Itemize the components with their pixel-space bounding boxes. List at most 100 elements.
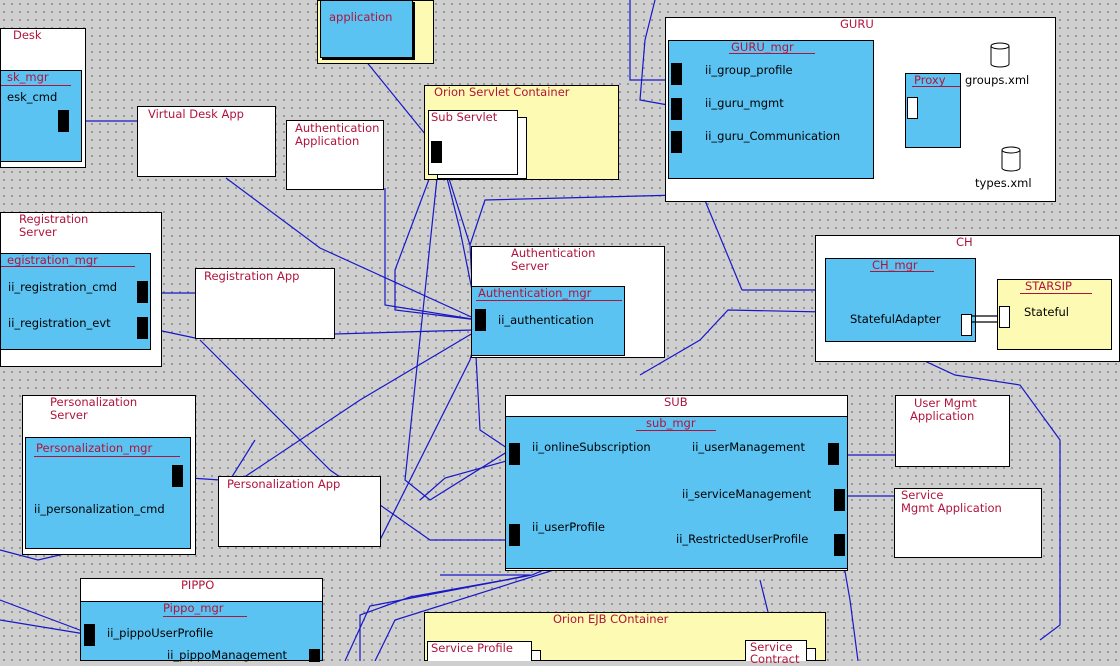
personalization-mgr-label: Personalization_mgr — [36, 441, 153, 455]
guru-port-group-profile-label: ii_group_profile — [705, 63, 793, 77]
sub-port-online-subscription[interactable] — [509, 443, 520, 465]
guru-mgr-label: GURU_mgr — [731, 40, 794, 54]
proxy-label: Proxy — [914, 73, 946, 87]
personalization-app-title: Personalization App — [227, 477, 341, 491]
proxy-box: Proxy — [905, 73, 961, 148]
groups-xml-label: groups.xml — [965, 73, 1030, 87]
starsip-port[interactable] — [999, 306, 1010, 328]
auth-app-title-2: Application — [295, 134, 360, 148]
wire — [639, 309, 826, 376]
registration-server-title-2: Server — [19, 225, 57, 239]
personalization-manager: Personalization_mgr ii_personalization_c… — [25, 437, 191, 549]
personalization-app[interactable]: Personalization App — [218, 476, 381, 547]
registration-manager: egistration_mgr ii_registration_cmd ii_r… — [0, 253, 151, 350]
stateful-adapter-port[interactable] — [961, 314, 972, 336]
service-contract-title-2: Contract — [750, 652, 800, 666]
service-profile[interactable]: Service Profile — [427, 641, 532, 661]
types-xml-label: types.xml — [975, 176, 1032, 190]
guru-title: GURU — [840, 17, 874, 31]
desk-mgr-label: sk_mgr — [7, 70, 49, 84]
authentication-application[interactable]: Authentication Application — [286, 120, 384, 190]
personalization-server-title-1: Personalization — [50, 395, 138, 409]
sub-mgr-label: sub_mgr — [646, 416, 696, 430]
user-mgmt-application[interactable]: User Mgmt Application — [895, 395, 1010, 467]
sub-port-user-management-label: ii_userManagement — [692, 440, 805, 454]
service-profile-title: Service Profile — [431, 641, 513, 655]
orion-ejb-title: Orion EJB COntainer — [553, 612, 669, 626]
orion-servlet-title: Orion Servlet Container — [434, 85, 570, 99]
proxy-port[interactable] — [907, 97, 918, 119]
wire — [842, 559, 859, 661]
sub-servlet-title: Sub Servlet — [431, 110, 498, 124]
desk-title: Desk — [13, 28, 42, 42]
pippo-mgr-label: Pippo_mgr — [163, 601, 224, 615]
personalization-port[interactable] — [172, 465, 183, 487]
auth-server-title-2: Server — [511, 259, 549, 273]
service-mgmt-title-2: Mgmt Application — [901, 501, 1002, 515]
auth-app-title-1: Authentication — [295, 121, 380, 135]
wire — [239, 329, 479, 481]
service-mgmt-title-1: Service — [901, 488, 944, 502]
top-application-label: application — [329, 10, 393, 24]
sub-port-restricted-user-profile[interactable] — [834, 534, 845, 556]
sub-port-service-management[interactable] — [834, 489, 845, 511]
database-icon — [990, 42, 1010, 68]
service-mgmt-application[interactable]: Service Mgmt Application — [894, 488, 1042, 558]
sub-servlet[interactable]: Sub Servlet — [428, 110, 518, 175]
guru-port-guru-communication[interactable] — [671, 131, 682, 153]
registration-app[interactable]: Registration App — [195, 268, 335, 339]
sub-port-service-management-label: ii_serviceManagement — [682, 487, 812, 501]
auth-server-title-1: Authentication — [511, 246, 596, 260]
guru-port-group-profile[interactable] — [671, 63, 682, 85]
virtual-desk-app-title: Virtual Desk App — [148, 107, 244, 121]
desk-manager: sk_mgr esk_cmd — [0, 70, 82, 162]
pippo-title: PIPPO — [181, 578, 215, 592]
top-application: application — [320, 0, 413, 58]
wire — [0, 599, 86, 633]
authentication-manager: Authentication_mgr ii_authentication — [471, 286, 625, 356]
wire — [220, 439, 256, 481]
sub-port-user-management[interactable] — [828, 443, 839, 465]
user-mgmt-title-2: Application — [910, 409, 975, 423]
sub-port-online-subscription-label: ii_onlineSubscription — [532, 440, 651, 454]
service-contract[interactable]: Service Contract — [745, 640, 807, 666]
starsip-stateful-label: Stateful — [1024, 305, 1069, 319]
registration-server-title-1: Registration — [19, 212, 89, 226]
registration-cmd-port[interactable] — [137, 281, 148, 303]
guru-manager: GURU_mgr ii_group_profile ii_guru_mgmt i… — [668, 40, 874, 179]
ch-mgr-label: CH_mgr — [872, 258, 918, 272]
guru-port-guru-mgmt[interactable] — [671, 98, 682, 120]
ch-title: CH — [956, 235, 973, 249]
pippo-port-user-profile[interactable] — [84, 624, 95, 646]
desk-port[interactable] — [58, 110, 69, 132]
pippo-port-management[interactable] — [309, 649, 320, 662]
starsip-container: STARSIP Stateful — [997, 279, 1112, 350]
sub-title: SUB — [664, 395, 688, 409]
auth-mgr-label: Authentication_mgr — [478, 286, 592, 300]
desk-port-label: esk_cmd — [7, 90, 58, 104]
virtual-desk-app[interactable]: Virtual Desk App — [137, 106, 276, 177]
wire — [629, 0, 668, 81]
ch-manager: CH_mgr StatefulAdapter — [825, 258, 976, 342]
registration-evt-port[interactable] — [137, 317, 148, 339]
service-contract-title-1: Service — [750, 640, 793, 654]
registration-app-title: Registration App — [204, 269, 300, 283]
stateful-adapter-label: StatefulAdapter — [850, 312, 941, 326]
sub-port-user-profile-label: ii_userProfile — [532, 520, 605, 534]
registration-cmd-label: ii_registration_cmd — [8, 280, 118, 294]
wire — [379, 329, 479, 541]
pippo-manager: Pippo_mgr ii_pippoUserProfile ii_pippoMa… — [80, 601, 323, 662]
sub-port-user-profile[interactable] — [509, 524, 520, 546]
pippo-port-management-label: ii_pippoManagement — [167, 648, 288, 662]
auth-port[interactable] — [475, 309, 486, 331]
database-icon — [1001, 146, 1021, 172]
personalization-port-label: ii_personalization_cmd — [34, 502, 165, 516]
personalization-server-title-2: Server — [50, 408, 88, 422]
sub-manager: sub_mgr ii_onlineSubscription ii_userPro… — [505, 416, 848, 569]
user-mgmt-title-1: User Mgmt — [914, 396, 977, 410]
wire — [384, 188, 479, 321]
wire — [0, 619, 86, 635]
registration-evt-label: ii_registration_evt — [8, 316, 111, 330]
sub-servlet-port[interactable] — [431, 141, 442, 163]
auth-port-label: ii_authentication — [498, 313, 594, 327]
